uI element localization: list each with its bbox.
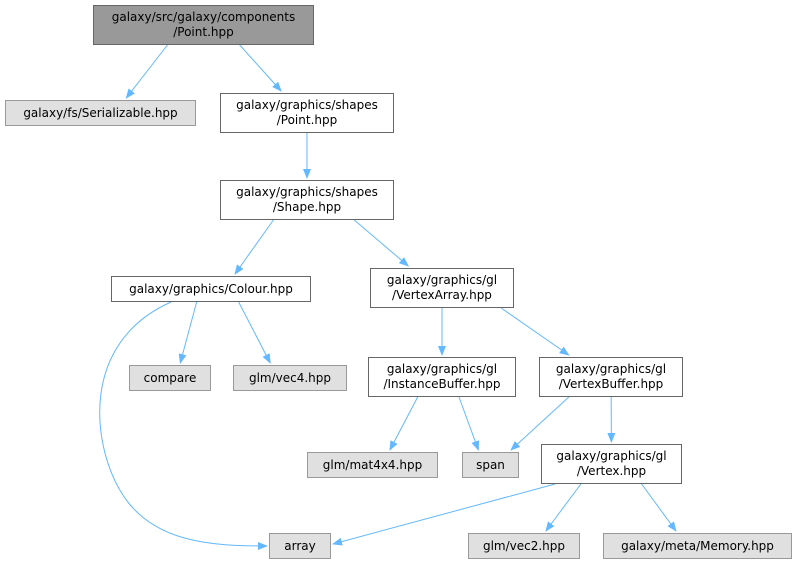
- node-array[interactable]: array: [269, 533, 331, 559]
- node-vec2[interactable]: glm/vec2.hpp: [468, 533, 580, 559]
- edge-instance_buffer-to-mat4x4: [389, 396, 419, 451]
- node-vertex-array[interactable]: galaxy/graphics/gl /VertexArray.hpp: [370, 268, 514, 308]
- edge-point_component-to-shapes_point: [239, 44, 282, 92]
- edge-vertex-to-array: [332, 483, 556, 546]
- node-vertex[interactable]: galaxy/graphics/gl /Vertex.hpp: [541, 444, 682, 484]
- node-serializable[interactable]: galaxy/fs/Serializable.hpp: [5, 100, 196, 126]
- edge-colour-to-array: [99, 301, 268, 550]
- edge-vertex-to-memory: [641, 483, 677, 532]
- node-vec4[interactable]: glm/vec4.hpp: [233, 365, 347, 391]
- node-colour[interactable]: galaxy/graphics/Colour.hpp: [111, 276, 311, 302]
- edge-vertex-to-vec2: [545, 483, 582, 532]
- node-span[interactable]: span: [462, 452, 519, 478]
- edge-shapes_shape-to-colour: [234, 219, 274, 275]
- node-compare[interactable]: compare: [129, 365, 211, 391]
- edge-instance_buffer-to-span: [458, 396, 480, 451]
- edge-point_component-to-serializable: [125, 44, 168, 99]
- edge-vertex_array-to-vertex_buffer: [500, 307, 570, 356]
- node-point-component[interactable]: galaxy/src/galaxy/components /Point.hpp: [93, 5, 314, 45]
- edge-colour-to-compare: [178, 301, 198, 364]
- node-vertex-buffer[interactable]: galaxy/graphics/gl /VertexBuffer.hpp: [539, 357, 683, 397]
- node-memory[interactable]: galaxy/meta/Memory.hpp: [603, 533, 792, 559]
- node-shapes-shape[interactable]: galaxy/graphics/shapes /Shape.hpp: [220, 180, 394, 220]
- node-instance-buffer[interactable]: galaxy/graphics/gl /InstanceBuffer.hpp: [368, 357, 516, 397]
- node-mat4x4[interactable]: glm/mat4x4.hpp: [307, 452, 438, 478]
- edge-shapes_shape-to-vertex_array: [353, 219, 410, 267]
- edge-colour-to-vec4: [238, 301, 271, 364]
- node-shapes-point[interactable]: galaxy/graphics/shapes /Point.hpp: [220, 93, 394, 133]
- edge-vertex_buffer-to-span: [510, 396, 570, 451]
